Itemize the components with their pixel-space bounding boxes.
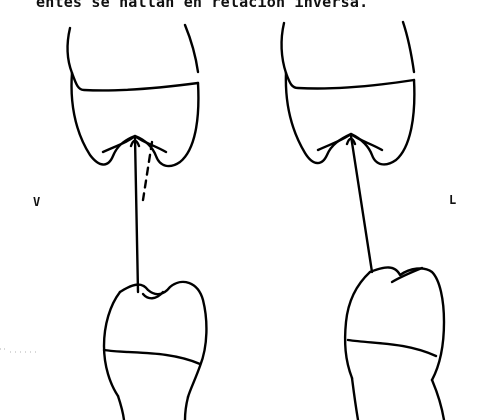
right-lower-tooth bbox=[345, 267, 444, 420]
right-contact-line bbox=[351, 136, 372, 272]
left-contact-line bbox=[135, 138, 138, 292]
left-dashed-contact-line bbox=[143, 142, 152, 200]
scan-noise bbox=[0, 349, 40, 352]
right-upper-tooth bbox=[282, 22, 415, 164]
left-tooth-pair bbox=[68, 25, 207, 420]
right-tooth-pair bbox=[282, 22, 444, 420]
left-lower-tooth bbox=[104, 282, 206, 420]
left-upper-tooth bbox=[68, 25, 199, 166]
